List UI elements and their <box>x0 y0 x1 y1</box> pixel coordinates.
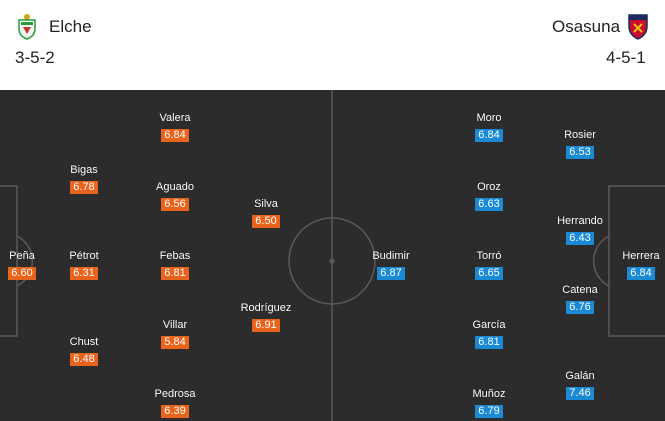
player-rating: 6.78 <box>70 181 98 194</box>
player-rating: 6.31 <box>70 267 98 280</box>
player-rating: 6.63 <box>475 198 503 211</box>
player-rating: 6.76 <box>566 301 594 314</box>
home-player-bigas[interactable]: Bigas 6.78 <box>39 163 129 195</box>
player-name: Pedrosa <box>154 388 196 400</box>
player-name: Muñoz <box>472 388 506 400</box>
player-rating: 6.81 <box>161 267 189 280</box>
player-rating: 6.48 <box>70 353 98 366</box>
home-player-villar[interactable]: Villar 5.84 <box>130 318 220 350</box>
player-name: Rodríguez <box>240 302 292 314</box>
player-rating: 7.46 <box>566 387 594 400</box>
away-player-budimir[interactable]: Budimir 6.87 <box>346 249 436 281</box>
player-name: Valera <box>159 112 191 124</box>
osasuna-crest-icon <box>625 12 651 40</box>
away-player-torro[interactable]: Torró 6.65 <box>444 249 534 281</box>
home-player-aguado[interactable]: Aguado 6.56 <box>130 180 220 212</box>
away-player-catena[interactable]: Catena 6.76 <box>535 283 625 315</box>
player-rating: 6.84 <box>627 267 655 280</box>
home-player-pena[interactable]: Peña 6.60 <box>0 249 67 281</box>
player-name: Silva <box>254 198 278 210</box>
player-name: Peña <box>9 250 35 262</box>
player-rating: 6.91 <box>252 319 280 332</box>
player-name: García <box>472 319 506 331</box>
home-player-pedrosa[interactable]: Pedrosa 6.39 <box>130 387 220 419</box>
home-formation: 3-5-2 <box>15 48 55 67</box>
player-rating: 5.84 <box>161 336 189 349</box>
pitch-markings <box>0 90 665 421</box>
player-rating: 6.84 <box>475 129 503 142</box>
player-rating: 6.50 <box>252 215 280 228</box>
home-player-rodriguez[interactable]: Rodríguez 6.91 <box>221 301 311 333</box>
player-name: Villar <box>162 319 188 331</box>
away-player-moro[interactable]: Moro 6.84 <box>444 111 534 143</box>
player-name: Galán <box>565 370 595 382</box>
player-name: Budimir <box>372 250 410 262</box>
player-rating: 6.79 <box>475 405 503 418</box>
player-rating: 6.60 <box>8 267 36 280</box>
home-player-petrot[interactable]: Pétrot 6.31 <box>39 249 129 281</box>
away-formation: 4-5-1 <box>606 48 646 67</box>
player-rating: 6.43 <box>566 232 594 245</box>
player-rating: 6.53 <box>566 146 594 159</box>
away-player-oroz[interactable]: Oroz 6.63 <box>444 180 534 212</box>
home-team-name: Elche <box>49 17 92 36</box>
away-team-name: Osasuna <box>552 17 621 36</box>
pitch: Peña 6.60 Bigas 6.78 Pétrot 6.31 Chust 6… <box>0 90 665 421</box>
player-rating: 6.81 <box>475 336 503 349</box>
away-player-herrera[interactable]: Herrera 6.84 <box>596 249 665 281</box>
player-name: Torró <box>476 250 502 262</box>
player-rating: 6.65 <box>475 267 503 280</box>
player-name: Febas <box>159 250 191 262</box>
player-rating: 6.87 <box>377 267 405 280</box>
player-name: Chust <box>69 336 99 348</box>
match-lineup-header: Elche 3-5-2 Osasuna 4-5-1 <box>0 0 665 90</box>
home-player-chust[interactable]: Chust 6.48 <box>39 335 129 367</box>
player-name: Herrando <box>557 215 603 227</box>
player-name: Aguado <box>156 181 194 193</box>
away-player-herrando[interactable]: Herrando 6.43 <box>535 214 625 246</box>
player-name: Pétrot <box>69 250 99 262</box>
away-player-rosier[interactable]: Rosier 6.53 <box>535 128 625 160</box>
player-rating: 6.56 <box>161 198 189 211</box>
player-name: Herrera <box>622 250 660 262</box>
home-player-silva[interactable]: Silva 6.50 <box>221 197 311 229</box>
player-rating: 6.39 <box>161 405 189 418</box>
away-player-galan[interactable]: Galán 7.46 <box>535 369 625 401</box>
elche-crest-icon <box>14 12 40 40</box>
player-name: Catena <box>562 284 598 296</box>
player-name: Bigas <box>70 164 98 176</box>
away-player-garcia[interactable]: García 6.81 <box>444 318 534 350</box>
player-rating: 6.84 <box>161 129 189 142</box>
away-player-munoz[interactable]: Muñoz 6.79 <box>444 387 534 419</box>
player-name: Moro <box>476 112 502 124</box>
player-name: Rosier <box>564 129 596 141</box>
home-player-valera[interactable]: Valera 6.84 <box>130 111 220 143</box>
home-player-febas[interactable]: Febas 6.81 <box>130 249 220 281</box>
player-name: Oroz <box>477 181 501 193</box>
